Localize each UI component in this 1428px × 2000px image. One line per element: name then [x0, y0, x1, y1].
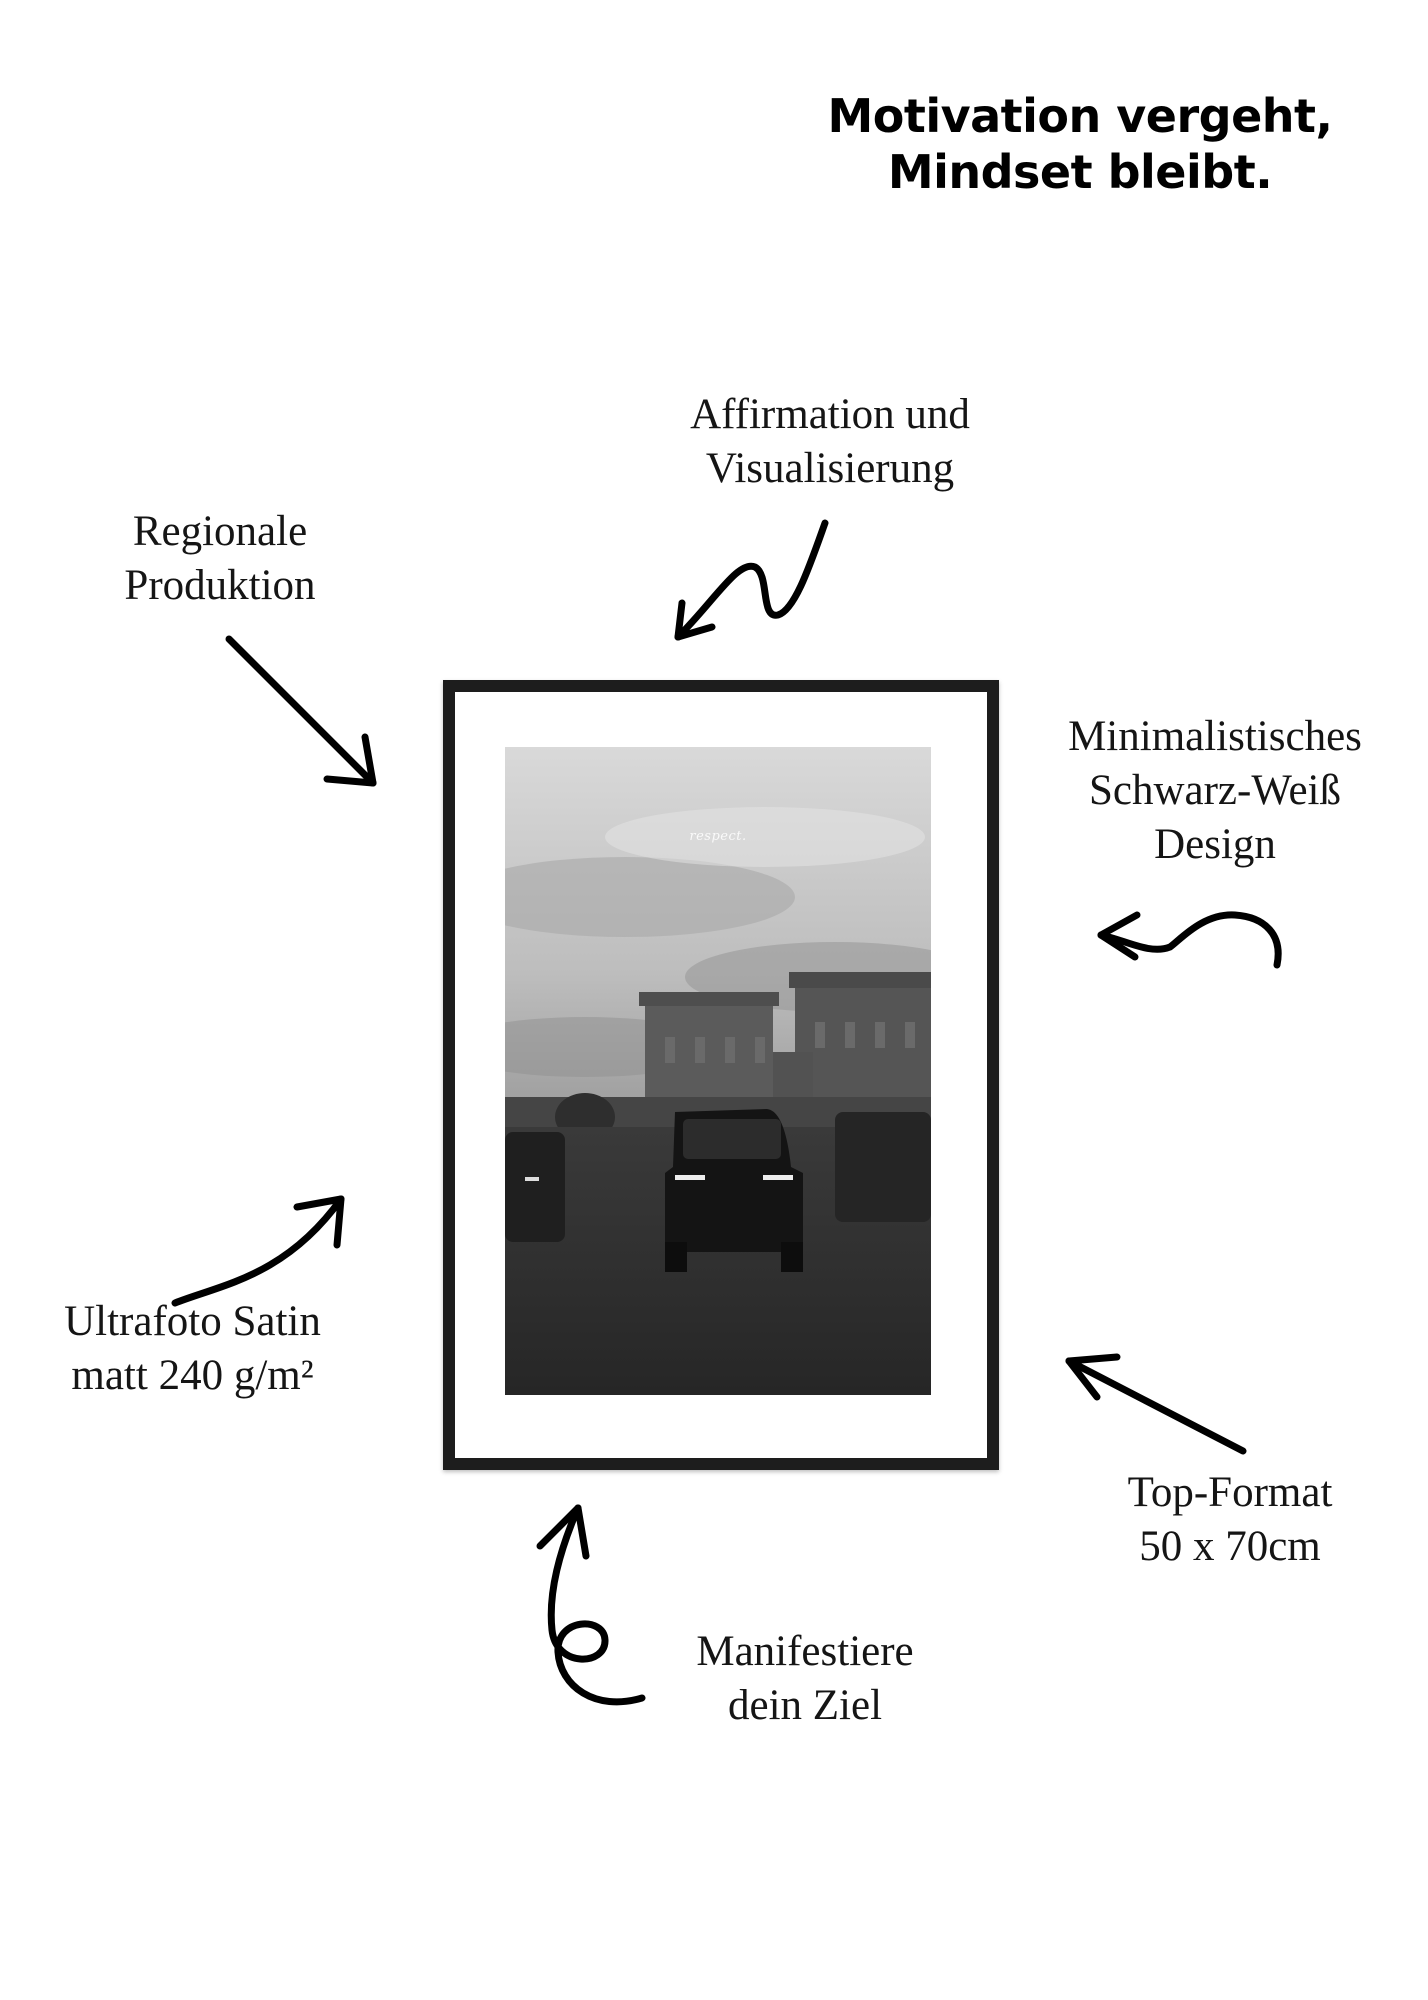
feature-manifest-line-1: Manifestiere [696, 1628, 914, 1675]
curl-arrow-up-icon [536, 1504, 646, 1706]
feature-format-line-2: 50 x 70cm [1139, 1523, 1321, 1570]
feature-format-line-1: Top-Format [1127, 1469, 1333, 1516]
feature-regional-line-2: Produktion [124, 562, 316, 609]
headline-line-2: Mindset bleibt. [887, 145, 1273, 199]
arrow-up-left-icon [1065, 1353, 1247, 1455]
feature-paper-line-1: Ultrafoto Satin [64, 1298, 321, 1345]
feature-manifest-label: Manifestiere dein Ziel [640, 1625, 970, 1733]
feature-regional-label: Regionale Produktion [70, 505, 370, 613]
feature-paper-label: Ultrafoto Satin matt 240 g/m² [20, 1295, 365, 1403]
arrow-down-right-icon [225, 635, 377, 787]
poster-photo-illustration [505, 747, 931, 1395]
feature-minimal-line-3: Design [1154, 821, 1276, 868]
poster-photo: respect. [505, 747, 931, 1395]
poster-frame: respect. [443, 680, 999, 1470]
curved-arrow-left-icon [1097, 911, 1282, 969]
poster-caption: respect. [689, 829, 747, 844]
squiggle-arrow-icon [674, 519, 829, 641]
headline-line-1: Motivation vergeht, [827, 89, 1334, 143]
feature-regional-line-1: Regionale [132, 508, 308, 555]
feature-manifest-line-2: dein Ziel [727, 1682, 883, 1729]
feature-minimal-line-2: Schwarz-Weiß [1088, 767, 1342, 814]
feature-minimal-design-label: Minimalistisches Schwarz-Weiß Design [1030, 710, 1400, 872]
feature-affirmation-line-1: Affirmation und [690, 391, 970, 438]
feature-paper-line-2: matt 240 g/m² [71, 1352, 314, 1399]
feature-affirmation-label: Affirmation und Visualisierung [620, 388, 1040, 496]
swoosh-arrow-up-right-icon [171, 1195, 345, 1307]
feature-format-label: Top-Format 50 x 70cm [1070, 1466, 1390, 1574]
headline: Motivation vergeht, Mindset bleibt. [780, 88, 1380, 200]
feature-affirmation-line-2: Visualisierung [705, 445, 955, 492]
feature-minimal-line-1: Minimalistisches [1068, 713, 1362, 760]
